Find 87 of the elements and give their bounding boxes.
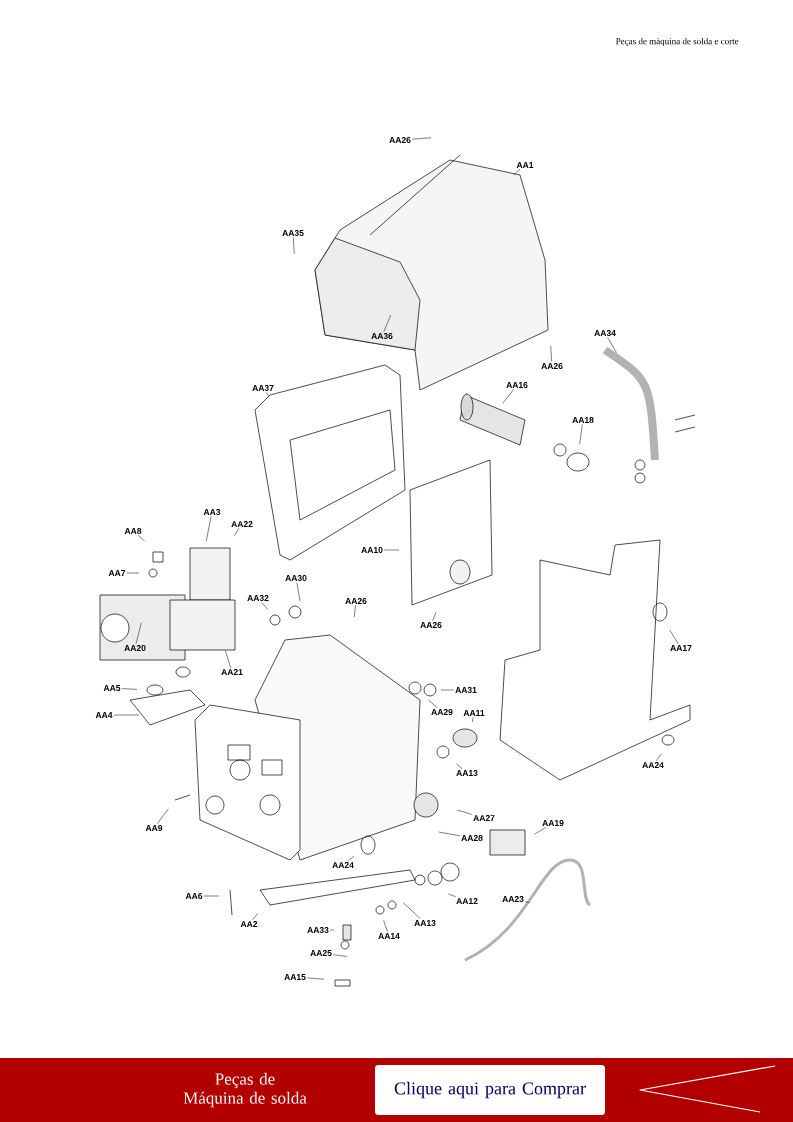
- callout-number: AA26: [420, 622, 442, 628]
- callout-number: AA20: [124, 645, 146, 651]
- leader-line: [203, 895, 220, 897]
- callout-number: AA27: [473, 815, 495, 821]
- callout-number: AA11: [463, 710, 485, 716]
- callout-number: AA13: [414, 920, 436, 927]
- callout-number: AA32: [247, 595, 269, 601]
- leader-line: [353, 605, 356, 618]
- callout-number: AA31: [455, 687, 477, 693]
- callout-number: AA1: [516, 162, 534, 168]
- leader-line: [669, 629, 679, 644]
- leader-line: [332, 954, 348, 957]
- callout-number: AA2: [240, 921, 258, 927]
- leader-line: [135, 622, 142, 644]
- leader-line: [440, 689, 455, 691]
- leader-line: [329, 929, 335, 931]
- callout-number: AA5: [103, 685, 121, 691]
- callout-number: AA17: [670, 645, 692, 651]
- leader-line: [607, 337, 617, 353]
- leader-line: [306, 977, 325, 980]
- callout-number: AA30: [285, 575, 307, 581]
- leader-line: [252, 913, 259, 920]
- callout-number: AA14: [378, 933, 400, 939]
- callout-number: AA9: [145, 825, 163, 831]
- leader-line: [293, 237, 295, 255]
- banner-text: Peças de Máquina de solda: [183, 1072, 307, 1108]
- leader-line: [471, 717, 474, 723]
- callout-number: AA13: [456, 770, 478, 776]
- leader-line: [383, 314, 391, 332]
- leader-line: [534, 827, 547, 835]
- leader-line: [457, 809, 473, 815]
- callout-number: AA37: [252, 385, 274, 391]
- callout-number: AA35: [282, 230, 304, 236]
- callout-number: AA10: [361, 547, 383, 553]
- callout-number: AA8: [124, 528, 142, 534]
- callout-number: AA16: [506, 382, 528, 388]
- leader-line: [265, 392, 269, 397]
- leader-line: [113, 714, 140, 716]
- leader-line: [157, 808, 169, 824]
- leader-line: [126, 572, 140, 574]
- callout-number: AA3: [203, 509, 221, 515]
- callout-number: AA28: [461, 835, 483, 841]
- callout-number: AA23: [502, 896, 524, 903]
- leader-line: [411, 137, 432, 140]
- callout-number: AA24: [642, 762, 664, 768]
- callout-number: AA4: [95, 712, 113, 718]
- callout-number: AA26: [389, 137, 411, 143]
- leader-line: [656, 753, 662, 761]
- leader-line: [205, 516, 212, 542]
- callout-number: AA29: [431, 709, 453, 715]
- leader-line: [348, 855, 355, 861]
- leader-line: [513, 169, 521, 176]
- callout-number: AA26: [541, 363, 563, 369]
- callout-number: AA33: [307, 927, 329, 934]
- leader-line: [296, 582, 301, 602]
- leader-line: [383, 549, 400, 551]
- callout-number: AA36: [371, 333, 393, 339]
- leader-line: [448, 893, 456, 897]
- leader-line: [428, 699, 438, 708]
- callout-number: AA6: [185, 893, 203, 899]
- callout-number: AA15: [284, 974, 306, 980]
- leader-line: [402, 902, 421, 919]
- callout-number: AA26: [345, 598, 367, 604]
- leader-line: [579, 424, 583, 445]
- leader-line: [225, 650, 231, 668]
- leader-line: [137, 535, 145, 542]
- leader-line: [383, 920, 388, 932]
- tagline: Peças de máquina de solda e corte: [615, 37, 739, 47]
- callout-number: AA19: [542, 820, 564, 826]
- leader-line: [524, 901, 530, 903]
- callout-number: AA12: [456, 898, 478, 904]
- leader-line: [432, 611, 437, 621]
- buy-button: Clique aqui para Comprar: [375, 1065, 605, 1115]
- callout-number: AA7: [108, 570, 126, 576]
- leader-line: [438, 831, 461, 837]
- leader-line: [456, 763, 463, 769]
- callout-number: AA22: [231, 521, 253, 527]
- callout-number: AA24: [332, 862, 354, 868]
- leader-line: [502, 389, 514, 404]
- callout-number: AA18: [572, 417, 594, 423]
- leader-line: [550, 345, 552, 362]
- leader-line: [233, 528, 240, 537]
- callout-number: AA21: [221, 669, 243, 675]
- leader-line: [261, 602, 269, 610]
- callout-number: AA25: [310, 950, 332, 956]
- leader-line: [121, 688, 138, 690]
- callout-number: AA34: [594, 330, 616, 336]
